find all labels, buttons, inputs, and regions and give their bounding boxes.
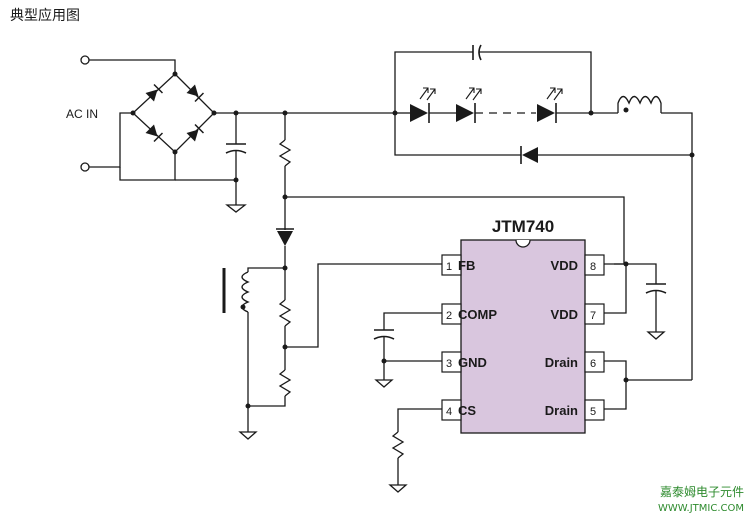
pin-number: 3 [446, 358, 452, 370]
auxiliary-winding [222, 267, 285, 440]
pin-number: 7 [590, 310, 596, 322]
pin-label: FB [458, 258, 475, 273]
bridge-diode [145, 83, 164, 102]
output-inductor [617, 95, 695, 380]
pin-number: 5 [590, 406, 596, 418]
bridge-diode [145, 124, 164, 143]
ground-icon [238, 431, 258, 440]
dc-rail [214, 110, 398, 116]
pin-label: VDD [551, 307, 578, 322]
ac-terminal-top [80, 55, 90, 65]
pin-label: Drain [545, 403, 578, 418]
drain-network [604, 360, 692, 410]
ac-input: AC IN [66, 55, 176, 172]
ground-icon [646, 331, 666, 340]
pin-label: GND [458, 355, 487, 370]
led-icon [537, 104, 555, 122]
led-string [394, 44, 618, 123]
pin-number: 8 [590, 261, 596, 273]
watermark-company: 嘉泰姆电子元件 [660, 485, 744, 499]
bridge-diode [186, 84, 205, 103]
bridge-diode [186, 123, 205, 142]
aux-diode [276, 228, 294, 300]
pin-box [584, 303, 605, 325]
ac-in-label: AC IN [66, 107, 98, 121]
ic-name: JTM740 [492, 217, 554, 236]
watermark: 嘉泰姆电子元件 WWW.JTMIC.COM [658, 485, 744, 514]
pin-box [441, 399, 462, 421]
pin-box [584, 399, 605, 421]
ic-chip: JTM740 1 FB 2 COMP 3 GND 4 CS VDD 8 VDD … [441, 217, 605, 434]
ac-terminal-bottom [80, 162, 90, 172]
led-icon [456, 104, 474, 122]
pin-number: 6 [590, 358, 596, 370]
vdd-network [604, 261, 667, 340]
ic-notch [515, 239, 531, 248]
pin-number: 1 [446, 261, 452, 273]
pin-box [441, 303, 462, 325]
pin-label: Drain [545, 355, 578, 370]
diagram-title: 典型应用图 [10, 7, 80, 24]
pin-number: 2 [446, 310, 452, 322]
pin-label: COMP [458, 307, 497, 322]
pin-label: VDD [551, 258, 578, 273]
watermark-url: WWW.JTMIC.COM [658, 503, 744, 514]
ground-icon [388, 484, 408, 493]
bulk-capacitor [225, 113, 247, 213]
ground-icon [225, 204, 247, 213]
sense-resistor [388, 408, 442, 493]
pin-box [441, 351, 462, 373]
freewheel-diode [394, 113, 692, 164]
ic-body [460, 239, 586, 434]
ground-icon [374, 379, 394, 388]
feedback-divider [248, 263, 442, 407]
bridge-rectifier [119, 71, 236, 181]
led-icon [410, 104, 428, 122]
pin-label: CS [458, 403, 476, 418]
pin-box [441, 254, 462, 276]
comp-capacitor [373, 312, 442, 388]
pin-number: 4 [446, 406, 452, 418]
pin-box [584, 254, 605, 276]
pin-box [584, 351, 605, 373]
